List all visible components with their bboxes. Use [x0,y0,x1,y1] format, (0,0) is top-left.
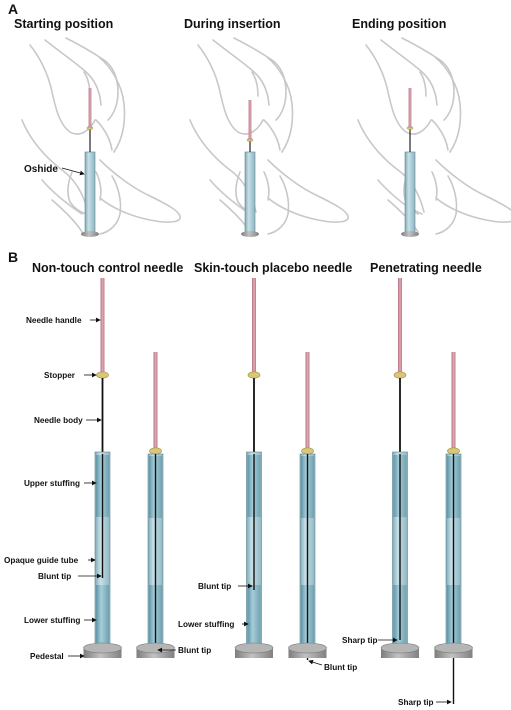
panel-b-title-non-touch: Non-touch control needle [32,261,183,275]
panel-a-title-starting: Starting position [14,17,113,31]
panel-b-letter: B [8,249,18,265]
guide-tube-starting [81,88,99,237]
non-touch-needle-before [83,278,122,658]
hand-illustration-starting [21,37,181,235]
label-blunt-tip-4: Blunt tip [324,663,357,672]
label-blunt-tip-1: Blunt tip [38,572,71,581]
label-stopper: Stopper [44,371,76,380]
skin-touch-needle-after [288,352,327,660]
label-blunt-tip-2: Blunt tip [178,646,211,655]
label-lower-stuffing-2: Lower stuffing [178,620,234,629]
guide-tube-during [241,100,259,237]
label-sharp-tip-1: Sharp tip [342,636,377,645]
panel-b-title-skin-touch: Skin-touch placebo needle [194,261,352,275]
label-needle-body: Needle body [34,416,83,425]
label-sharp-tip-2: Sharp tip [398,698,433,707]
penetrating-needle-after [434,352,473,704]
label-opaque-guide-tube: Opaque guide tube [4,556,79,565]
panel-b-title-penetrating: Penetrating needle [370,261,482,275]
panel-a-title-ending: Ending position [352,17,446,31]
oshide-arrow [61,167,85,176]
penetrating-needle-before [380,278,420,658]
label-lower-stuffing-1: Lower stuffing [24,616,80,625]
label-needle-handle: Needle handle [26,316,82,325]
panel-a-title-during: During insertion [184,17,281,31]
skin-touch-needle-before [234,278,274,658]
panel-a-letter: A [8,1,18,17]
oshide-label: Oshide [24,164,58,175]
guide-tube-ending [401,88,419,237]
label-pedestal: Pedestal [30,652,64,661]
label-blunt-tip-3: Blunt tip [198,582,231,591]
label-upper-stuffing: Upper stuffing [24,479,80,488]
arrow-blunt-tip-4 [308,659,323,666]
non-touch-needle-after [136,352,175,658]
